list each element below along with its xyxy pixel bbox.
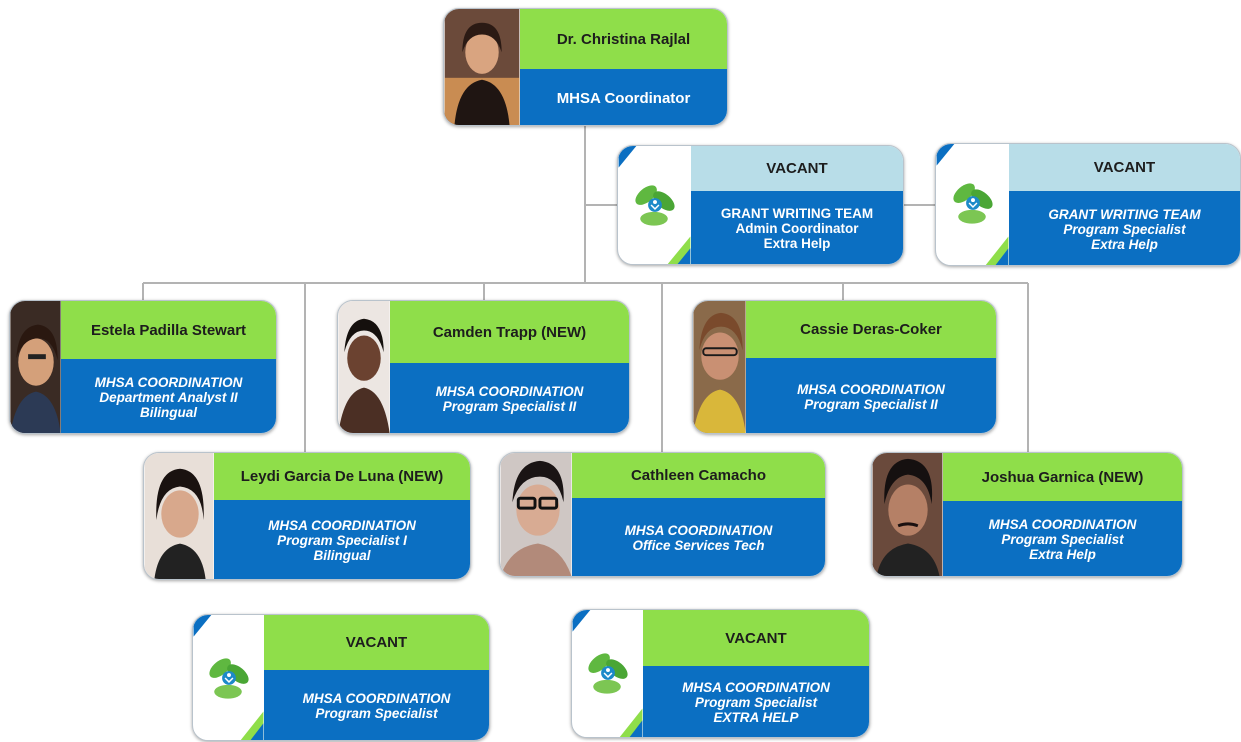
- person-photo-icon: [338, 301, 390, 433]
- role-line: MHSA COORDINATION: [682, 680, 830, 695]
- person-photo-icon: [693, 301, 746, 433]
- staff-role: MHSA COORDINATION Program Specialist I B…: [214, 500, 470, 579]
- staff-card-cassie: Cassie Deras-Coker MHSA COORDINATION Pro…: [692, 300, 997, 434]
- logo-panel: [572, 610, 643, 737]
- coordinator-photo: [444, 9, 520, 125]
- role-line: Program Specialist: [1063, 221, 1186, 237]
- staff-name: Cassie Deras-Coker: [746, 301, 996, 358]
- role-line: Department Analyst II: [99, 389, 238, 405]
- role-line: Extra Help: [1091, 236, 1158, 252]
- role-line: Program Specialist II: [804, 396, 938, 412]
- mhsa-leaf-logo-icon: [193, 615, 264, 740]
- role-line: Office Services Tech: [632, 538, 765, 553]
- coordinator-title: MHSA Coordinator: [520, 69, 727, 125]
- vacancy-card-2: VACANT MHSA COORDINATION Program Special…: [571, 609, 870, 738]
- role-line: Bilingual: [313, 548, 371, 563]
- staff-card-leydi: Leydi Garcia De Luna (NEW) MHSA COORDINA…: [143, 452, 471, 580]
- staff-photo: [872, 453, 943, 576]
- grant-writing-card-2: VACANT GRANT WRITING TEAM Program Specia…: [935, 143, 1241, 266]
- role-line: Bilingual: [140, 404, 197, 420]
- staff-photo: [144, 453, 214, 579]
- staff-role: MHSA COORDINATION Program Specialist II: [746, 358, 996, 433]
- role-line: MHSA COORDINATION: [302, 691, 451, 706]
- staff-role: MHSA COORDINATION Office Services Tech: [572, 498, 825, 576]
- role-line: GRANT WRITING TEAM: [720, 206, 874, 221]
- role-line: MHSA COORDINATION: [268, 518, 416, 533]
- staff-card-joshua: Joshua Garnica (NEW) MHSA COORDINATION P…: [871, 452, 1183, 577]
- mhsa-leaf-logo-icon: [618, 146, 691, 264]
- role-line: MHSA COORDINATION: [94, 374, 243, 390]
- staff-role: MHSA COORDINATION Department Analyst II …: [61, 359, 276, 433]
- role-line: Program Specialist: [1001, 532, 1124, 547]
- role-line: Program Specialist: [694, 695, 818, 710]
- staff-photo: [10, 301, 61, 433]
- vacancy-2-role: MHSA COORDINATION Program Specialist EXT…: [643, 666, 869, 737]
- person-photo-icon: [500, 453, 572, 576]
- staff-role: MHSA COORDINATION Program Specialist Ext…: [943, 501, 1182, 576]
- person-photo-icon: [444, 9, 520, 125]
- coordinator-card: Dr. Christina Rajlal MHSA Coordinator: [443, 8, 728, 126]
- vacancy-1-name: VACANT: [264, 615, 489, 670]
- coordinator-name: Dr. Christina Rajlal: [520, 9, 727, 69]
- role-line: EXTRA HELP: [713, 710, 799, 725]
- vacancy-card-1: VACANT MHSA COORDINATION Program Special…: [192, 614, 490, 741]
- staff-name: Camden Trapp (NEW): [390, 301, 629, 363]
- grant-writing-2-name: VACANT: [1009, 144, 1240, 191]
- role-line: Program Specialist: [315, 706, 438, 721]
- staff-card-estela: Estela Padilla Stewart MHSA COORDINATION…: [9, 300, 277, 434]
- grant-writing-2-role: GRANT WRITING TEAM Program Specialist Ex…: [1009, 191, 1240, 265]
- role-line: MHSA COORDINATION: [797, 381, 945, 397]
- logo-panel: [193, 615, 264, 740]
- role-line: Admin Coordinator: [735, 221, 859, 236]
- grant-writing-1-name: VACANT: [691, 146, 903, 191]
- vacancy-1-role: MHSA COORDINATION Program Specialist: [264, 670, 489, 740]
- staff-card-cathleen: Cathleen Camacho MHSA COORDINATION Offic…: [499, 452, 826, 577]
- vacancy-2-name: VACANT: [643, 610, 869, 666]
- grant-writing-1-role: GRANT WRITING TEAM Admin Coordinator Ext…: [691, 191, 903, 264]
- staff-card-camden: Camden Trapp (NEW) MHSA COORDINATION Pro…: [337, 300, 630, 434]
- staff-name: Estela Padilla Stewart: [61, 301, 276, 359]
- role-line: Extra Help: [763, 236, 831, 251]
- person-photo-icon: [10, 301, 61, 433]
- logo-panel: [618, 146, 691, 264]
- staff-role: MHSA COORDINATION Program Specialist II: [390, 363, 629, 433]
- staff-name: Cathleen Camacho: [572, 453, 825, 498]
- logo-panel: [936, 144, 1009, 265]
- mhsa-leaf-logo-icon: [936, 144, 1009, 265]
- person-photo-icon: [144, 453, 214, 579]
- staff-photo: [338, 301, 390, 433]
- person-photo-icon: [872, 453, 943, 576]
- role-line: MHSA COORDINATION: [624, 523, 773, 538]
- staff-photo: [500, 453, 572, 576]
- staff-name: Joshua Garnica (NEW): [943, 453, 1182, 501]
- staff-photo: [693, 301, 746, 433]
- role-line: Program Specialist II: [442, 399, 577, 414]
- role-line: MHSA COORDINATION: [988, 517, 1137, 532]
- role-line: GRANT WRITING TEAM: [1048, 206, 1201, 222]
- staff-name: Leydi Garcia De Luna (NEW): [214, 453, 470, 500]
- role-line: Program Specialist I: [277, 533, 407, 548]
- grant-writing-card-1: VACANT GRANT WRITING TEAM Admin Coordina…: [617, 145, 904, 265]
- mhsa-leaf-logo-icon: [572, 610, 643, 737]
- role-line: Extra Help: [1029, 547, 1096, 562]
- role-line: MHSA COORDINATION: [435, 384, 584, 399]
